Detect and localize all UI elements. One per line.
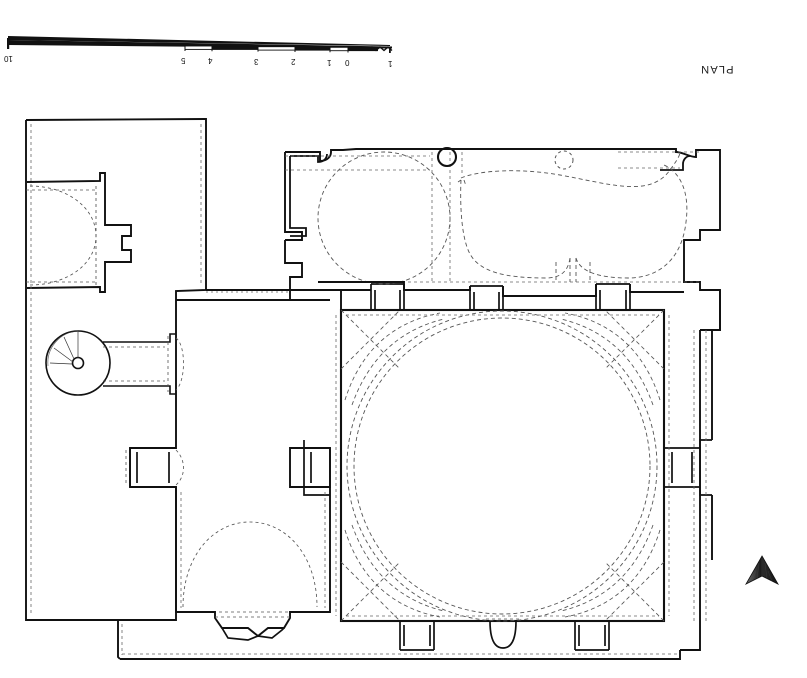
south-semidome-arc	[182, 521, 318, 613]
west-semidome-arc	[26, 185, 97, 286]
buttress-west-upper-hidden	[125, 449, 184, 486]
north-bay-center-vault	[457, 179, 571, 282]
south-outer-wall	[120, 650, 681, 660]
south-hall-walls	[175, 447, 331, 638]
west-main-divider-wall	[176, 289, 330, 301]
central-hall-walls	[339, 308, 666, 623]
north-nw-chamber	[289, 153, 328, 237]
buttress-hall-north-west	[370, 283, 405, 310]
hall-south-apse	[489, 620, 517, 649]
portal-hall-east	[664, 439, 712, 496]
buttress-hall-north-center	[469, 285, 504, 310]
oculus-dashed	[554, 150, 574, 170]
north-block-lower-wall	[318, 281, 684, 297]
north-bay-west-dome	[317, 151, 451, 285]
minaret-connecting-passage	[103, 333, 176, 395]
buttress-hall-south-west	[399, 621, 435, 651]
north-arrow-icon	[738, 550, 786, 598]
pendentive-diagonals	[340, 309, 665, 622]
west-block-outline	[25, 118, 207, 660]
north-block-outline	[284, 148, 721, 651]
buttress-hall-north-east	[595, 283, 631, 310]
passage-hidden-lines	[103, 336, 184, 392]
buttress-hall-south-east	[574, 621, 610, 651]
east-wall-hidden	[693, 330, 707, 621]
west-outline-hidden	[30, 124, 326, 655]
graphic-scale: 10 5 4 3 2 1 0 1	[0, 34, 400, 74]
north-bay-east-vault	[575, 164, 688, 282]
west-semidome-chamber	[26, 172, 132, 293]
north-ne-chamber	[660, 155, 691, 171]
hall-adjacent-hidden	[335, 314, 670, 617]
central-dome-circle	[346, 310, 658, 622]
north-block-hidden-grid	[285, 151, 700, 283]
buttress-west-upper	[129, 447, 176, 488]
north-block-sweep	[460, 151, 681, 187]
minaret-stair-treads	[47, 330, 79, 367]
south-mihrab-niche	[221, 627, 285, 641]
corner-arch-sweeps	[344, 312, 661, 618]
buttress-hall-west	[303, 440, 331, 496]
east-outer-wall	[700, 290, 721, 560]
oculus-solid	[436, 146, 458, 168]
